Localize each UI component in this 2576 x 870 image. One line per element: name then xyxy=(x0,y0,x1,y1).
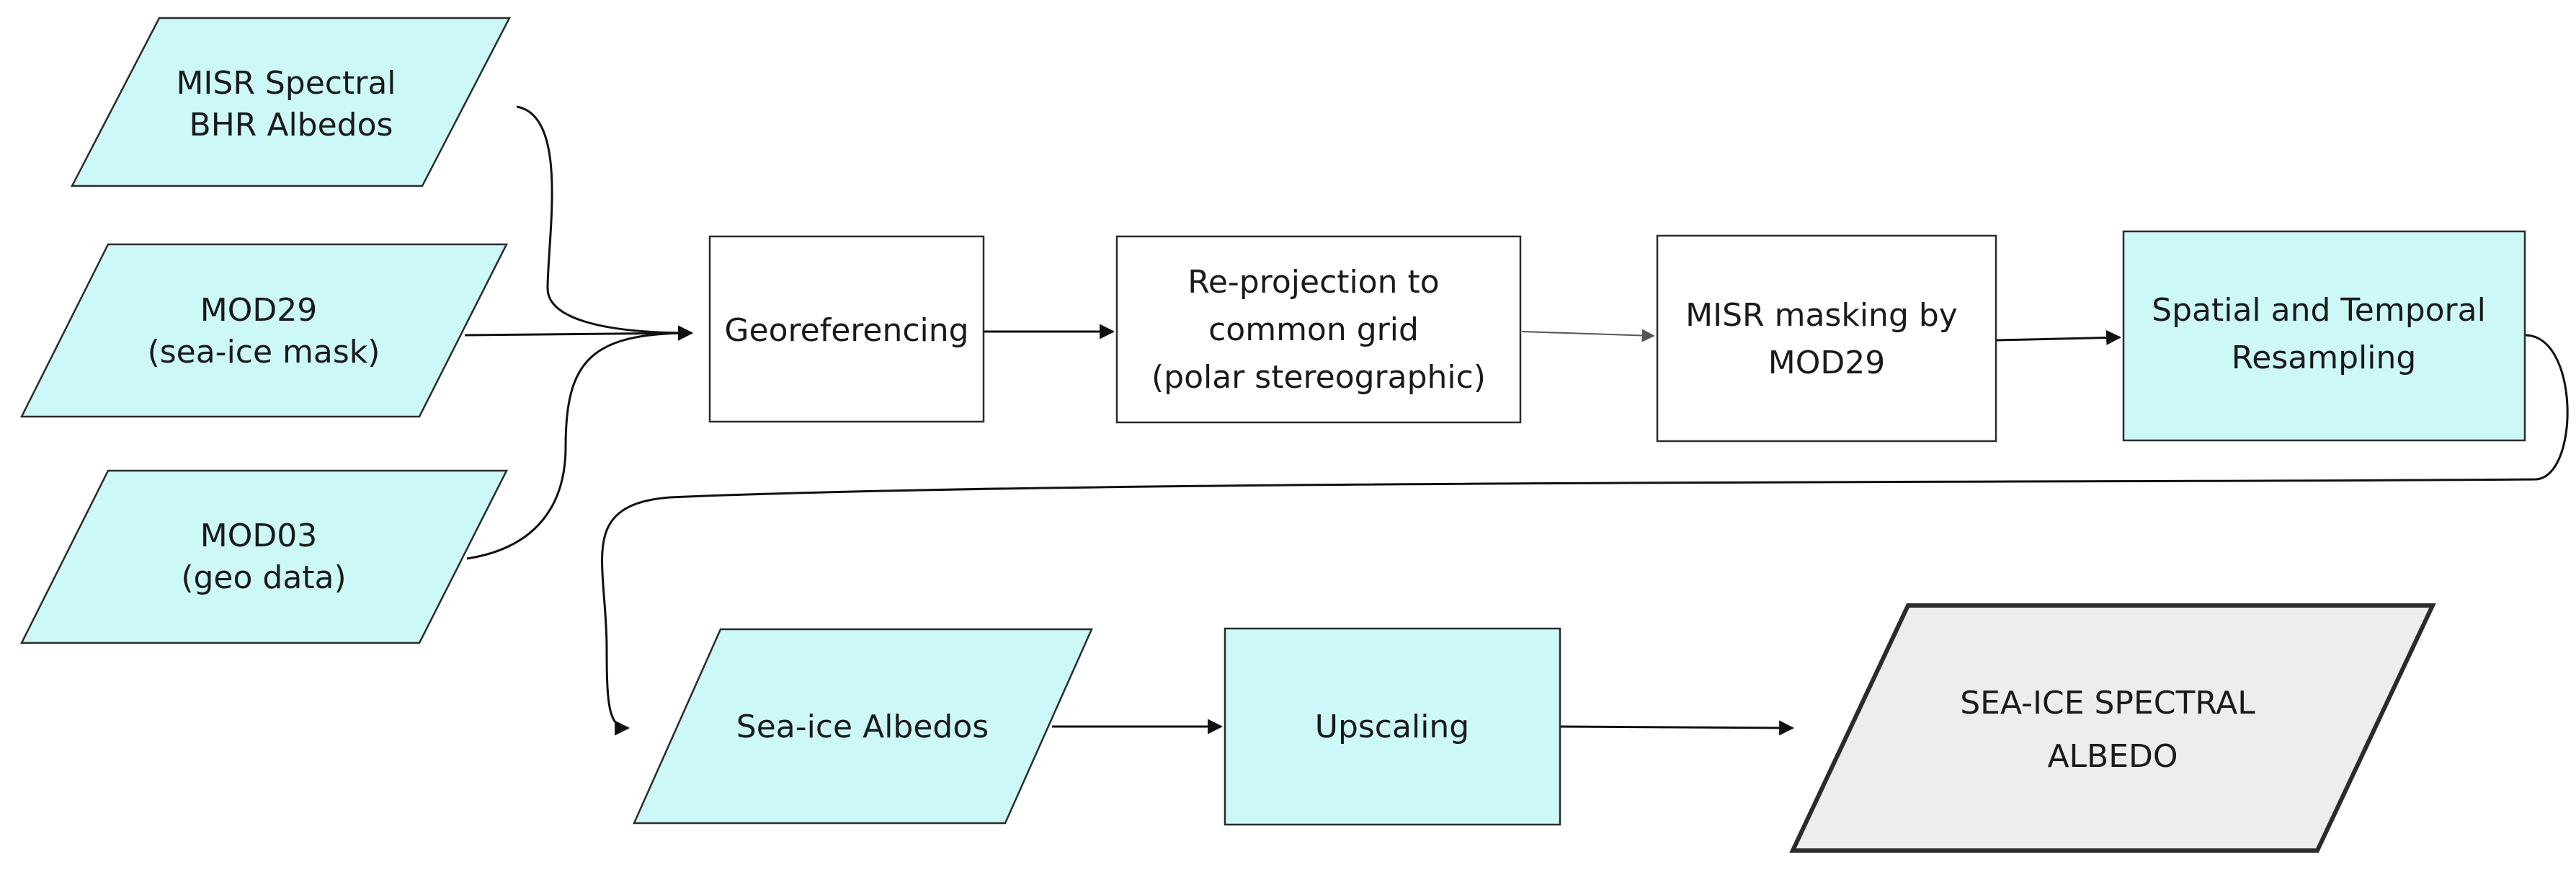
input-misr-bhr-albedos: MISR Spectral BHR Albedos xyxy=(70,17,512,187)
edge-resample-to-seaice xyxy=(601,334,2569,736)
node-text: MISR masking by MOD29 xyxy=(1685,297,1968,381)
node-text: MISR Spectral BHR Albedos xyxy=(176,65,406,143)
node-text: MOD29 (sea-ice mask) xyxy=(148,292,380,370)
node-text: Upscaling xyxy=(1315,709,1469,745)
node-text: MOD03 (geo data) xyxy=(181,518,346,596)
input-mod29: MOD29 (sea-ice mask) xyxy=(19,243,509,418)
process-upscaling: Upscaling xyxy=(1224,627,1561,826)
output-sea-ice-spectral-albedo: SEA-ICE SPECTRAL ALBEDO xyxy=(1789,603,2436,853)
process-spatial-temporal-resampling: Spatial and Temporal Resampling xyxy=(2122,230,2526,442)
node-text: Georeferencing xyxy=(724,312,968,349)
edge-mod03-to-georef xyxy=(466,325,694,560)
node-text: Spatial and Temporal Resampling xyxy=(2152,292,2496,376)
node-text: SEA-ICE SPECTRAL ALBEDO xyxy=(1960,685,2265,775)
node-text: Re-projection to common grid (polar ster… xyxy=(1151,264,1486,396)
process-misr-masking: MISR masking by MOD29 xyxy=(1656,234,1997,443)
process-reprojection: Re-projection to common grid (polar ster… xyxy=(1115,235,1522,424)
edge-masking-to-resample xyxy=(1995,329,2122,345)
input-mod03: MOD03 (geo data) xyxy=(19,469,509,644)
edge-misr-to-georef xyxy=(516,105,694,341)
edge-mod29-to-georef xyxy=(464,325,694,341)
edge-upscaling-to-output xyxy=(1559,720,1795,736)
process-georeferencing: Georeferencing xyxy=(708,235,985,423)
data-sea-ice-albedos: Sea-ice Albedos xyxy=(633,628,1093,825)
edge-reproj-to-masking xyxy=(1521,329,1655,342)
node-text: Sea-ice Albedos xyxy=(736,709,989,745)
